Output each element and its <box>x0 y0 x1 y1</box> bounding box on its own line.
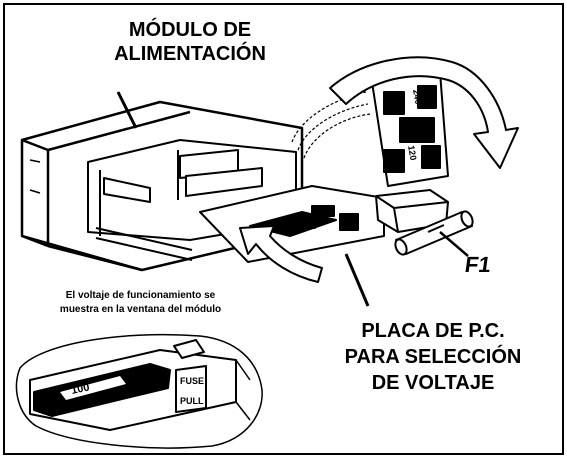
placa-pointer-line <box>344 253 370 307</box>
placa-line-2: PARA SELECCIÓN <box>344 346 522 368</box>
window-caption: El voltaje de funcionamiento se muestra … <box>8 289 273 317</box>
title-line-1: MÓDULO DE <box>128 19 252 41</box>
insert-arrow-bottom <box>239 225 323 283</box>
card-value-mid: 120 <box>406 145 418 162</box>
power-module-housing <box>20 100 304 272</box>
card-instruction-scribble <box>291 91 371 159</box>
fuse-holder <box>375 189 449 233</box>
voltage-selection-card: 240 120 <box>371 71 449 187</box>
power-module-title: MÓDULO DE ALIMENTACIÓN <box>40 18 340 66</box>
title-pointer-line <box>116 91 138 129</box>
window-voltage-readout: 100 <box>70 381 90 397</box>
pc-card-label: PLACA DE P.C. PARA SELECCIÓN DE VOLTAJE <box>318 318 548 396</box>
caption-line-1: El voltaje de funcionamiento se <box>65 290 216 301</box>
rotate-arrow-top <box>329 56 519 169</box>
caption-line-2: muestra en la ventana del módulo <box>59 304 222 315</box>
window-detail-inset: 100 FUSE PULL <box>15 333 263 449</box>
placa-line-3: DE VOLTAJE <box>371 372 495 394</box>
window-pull-text: PULL <box>180 396 204 406</box>
placa-line-1: PLACA DE P.C. <box>361 320 505 342</box>
window-fuse-text: FUSE <box>180 376 204 386</box>
figure-frame <box>3 3 564 455</box>
card-value-top: 240 <box>411 89 423 106</box>
fuse-label: F1 <box>463 252 493 277</box>
fuse-pointer-line <box>439 231 469 257</box>
title-line-2: ALIMENTACIÓN <box>114 43 266 65</box>
fuse-f1 <box>394 210 474 256</box>
